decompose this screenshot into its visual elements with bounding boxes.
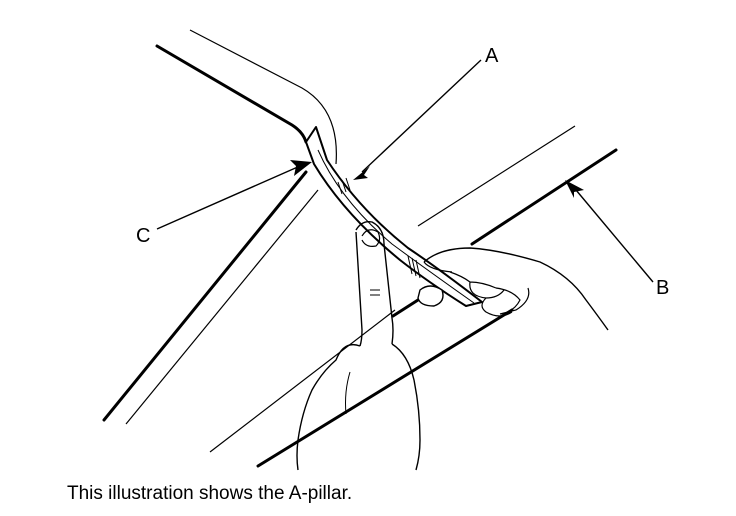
right-hand-fingers [423,261,530,317]
right-hand [423,247,609,331]
a-pillar-trim [305,126,483,307]
left-index-finger [355,220,394,345]
glass-edge-line-lower [209,309,396,453]
leader-c [156,160,312,230]
trim-hatch-lower [407,255,421,279]
a-pillar-trim-inner-line [317,149,475,304]
windshield-inner-line [125,189,319,425]
door-frame-lower [256,308,514,468]
roof-molding-line [189,29,337,165]
knuckle-lines [370,289,380,296]
leader-b [565,180,654,283]
left-hand-crease [345,371,351,415]
left-hand-palm-right [391,343,421,471]
glass-edge-line [417,125,576,227]
left-index-finger-left [355,231,363,347]
figure-caption: This illustration shows the A-pillar. [67,483,353,504]
windshield-left-frame [102,170,308,422]
left-hand-palm [296,343,361,471]
callout-c: C [136,225,150,247]
callout-b: B [656,277,669,299]
callout-a: A [485,45,499,67]
left-fingernail [361,229,381,247]
trim-hatch-upper [337,177,351,195]
leader-a [353,59,482,180]
door-frame-mid [391,298,420,318]
right-thumb [417,285,444,307]
door-frame-upper [470,148,618,246]
roof-edge-line [155,44,308,144]
